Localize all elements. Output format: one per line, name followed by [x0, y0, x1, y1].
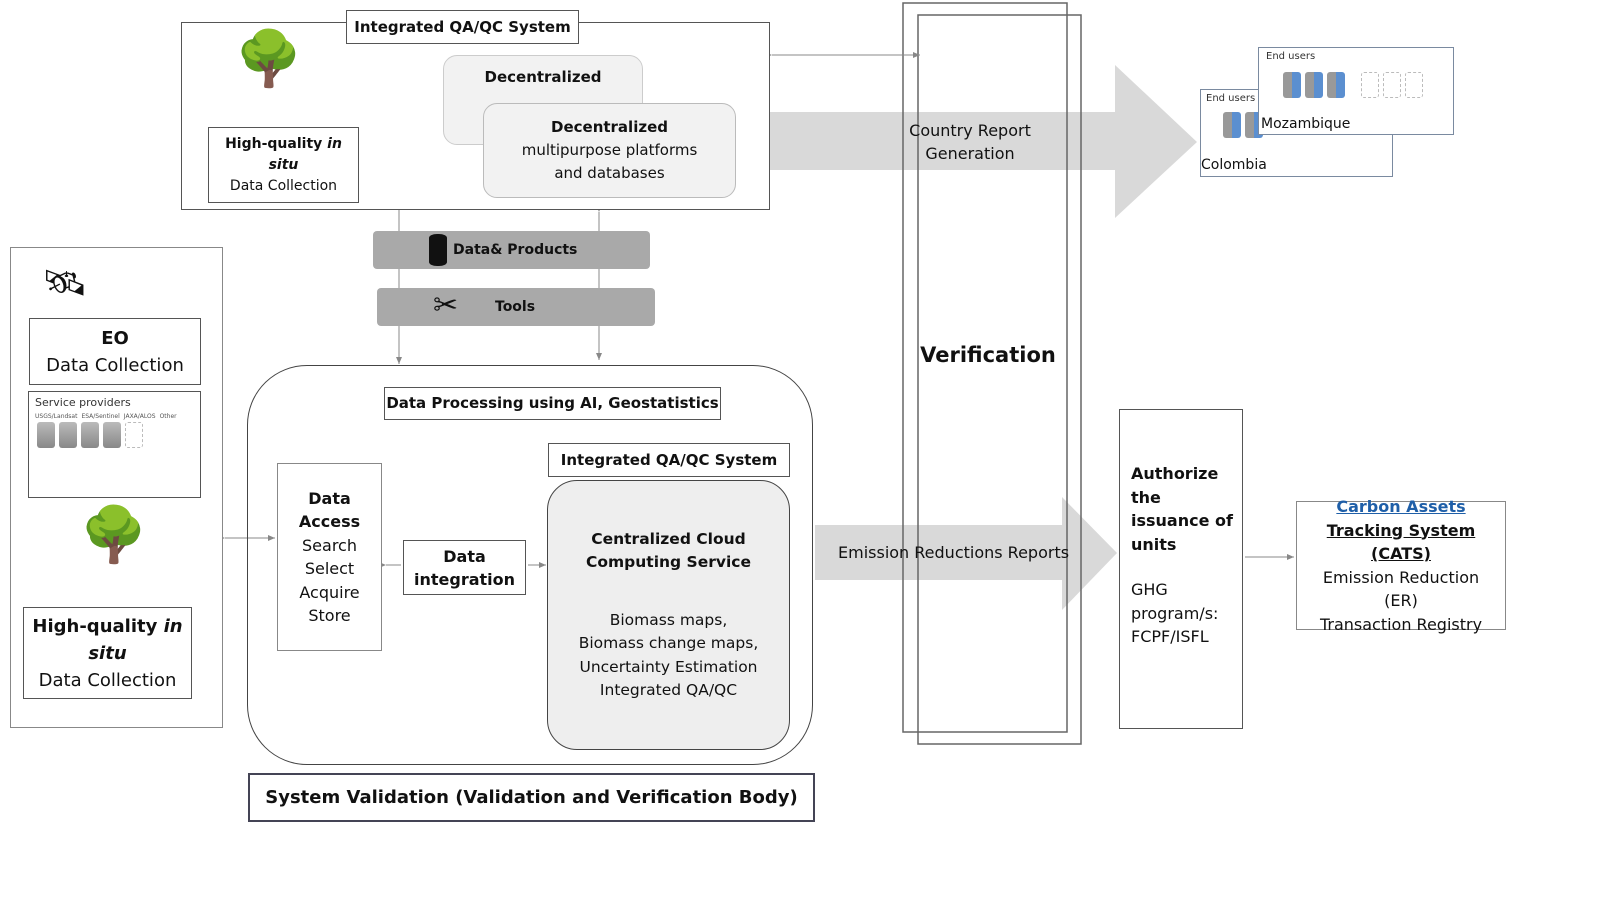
cats-box: Carbon Assets Tracking System (CATS) Emi… — [1296, 497, 1506, 634]
sp-label: Other — [159, 413, 177, 420]
end-users-mozambique: End users Mozambique — [1258, 47, 1454, 135]
cr-0: Country Report — [909, 121, 1031, 140]
cloud-t1: Centralized Cloud — [591, 529, 746, 548]
insitu-l3: Data Collection — [229, 177, 338, 194]
auth-p: GHG — [1131, 580, 1168, 599]
data-access-box: Data Access Search Select Acquire Store — [277, 463, 382, 651]
system-validation: System Validation (Validation and Verifi… — [248, 773, 815, 822]
eo-subtitle: Data Collection — [46, 354, 184, 376]
sp-label: USGS/Landsat — [35, 413, 78, 420]
eu-label: End users — [1266, 51, 1316, 62]
l-insitu-l3: Data Collection — [38, 669, 177, 691]
trees-helicopter-icon: 🌳 — [235, 27, 303, 90]
insitu-l1: High-quality — [225, 135, 328, 152]
auth-p: FCPF/ISFL — [1131, 627, 1209, 646]
eu-country: Mozambique — [1261, 116, 1351, 132]
cats-title: Tracking System (CATS) — [1326, 520, 1476, 564]
dec-l3: and databases — [554, 164, 665, 182]
left-insitu-box: High-quality in situ Data Collection — [23, 607, 192, 699]
di-0: Data — [443, 546, 486, 566]
auth-t: units — [1131, 534, 1177, 554]
cats-line: Emission Reduction — [1322, 567, 1480, 587]
insitu-l1-it: in — [327, 135, 342, 152]
server-icons — [35, 420, 194, 454]
processing-container — [247, 365, 813, 765]
cr-1: Generation — [925, 144, 1015, 163]
di-1: integration — [413, 569, 516, 589]
authorize-box: Authorize the issuance of units GHG prog… — [1119, 409, 1243, 729]
trees-surveyor-icon: 🌳 — [80, 503, 148, 566]
da-5: Store — [308, 606, 351, 625]
l-insitu-l2: situ — [88, 642, 127, 664]
eu-label: End users — [1206, 93, 1256, 104]
emission-reports-label: Emission Reductions Reports — [838, 543, 1070, 562]
l-insitu-it: in — [163, 615, 183, 637]
country-report-label: Country Report Generation — [880, 119, 1060, 165]
insitu-l2: situ — [268, 156, 299, 173]
cloud-computing-service: Centralized Cloud Computing Service Biom… — [547, 480, 790, 750]
data-products-label: Data& Products — [453, 242, 578, 258]
dec-l2: multipurpose platforms — [521, 141, 698, 159]
cats-line: (ER) — [1384, 591, 1418, 610]
da-2: Search — [302, 535, 357, 555]
carbon-assets-link[interactable]: Carbon Assets — [1336, 497, 1466, 516]
server-icons — [1281, 70, 1425, 104]
satellite-icon: 🛰 — [42, 263, 88, 304]
da-0: Data — [308, 488, 351, 508]
top-insitu-box: High-quality in situ Data Collection — [208, 127, 359, 203]
data-integration-box: Data integration — [403, 540, 526, 595]
processing-qaqc-label: Integrated QA/QC System — [548, 443, 790, 477]
cloud-item: Biomass maps, — [609, 610, 728, 629]
verification-label: Verification — [920, 343, 1056, 367]
l-insitu-l1: High-quality — [32, 615, 164, 637]
service-providers: Service providers USGS/Landsat ESA/Senti… — [28, 391, 201, 498]
verification-frame-back — [902, 2, 1068, 733]
sp-label: ESA/Sentinel — [81, 413, 120, 420]
eo-title: EO — [101, 327, 129, 349]
cloud-t2: Computing Service — [586, 553, 751, 571]
eu-country: Colombia — [1201, 157, 1267, 173]
sp-label: JAXA/ALOS — [123, 413, 156, 420]
auth-p: program/s: — [1131, 603, 1219, 623]
dec-title: Decentralized — [551, 118, 668, 136]
decentralized-platforms: Decentralized multipurpose platforms and… — [483, 103, 736, 198]
tools-bar: ✂ Tools — [377, 288, 655, 326]
cloud-item: Uncertainty Estimation — [579, 657, 758, 676]
top-qaqc-title: Integrated QA/QC System — [346, 10, 579, 44]
cloud-item: Biomass change maps, — [578, 634, 759, 652]
tools-icon: ✂ — [433, 288, 459, 323]
processing-title: Data Processing using AI, Geostatistics — [384, 387, 721, 420]
tools-label: Tools — [495, 299, 536, 315]
da-1: Access — [298, 512, 361, 531]
data-products-bar: Data& Products — [373, 231, 650, 269]
auth-t: the — [1131, 487, 1161, 507]
sp-title: Service providers — [35, 396, 131, 409]
auth-t: Authorize — [1131, 464, 1219, 483]
eo-data-collection: EO Data Collection — [29, 318, 201, 385]
da-4: Acquire — [299, 582, 360, 602]
auth-t: issuance of — [1131, 511, 1233, 530]
cats-line: Transaction Registry — [1319, 614, 1483, 634]
cloud-item: Integrated QA/QC — [599, 681, 738, 699]
database-icon — [429, 234, 447, 266]
da-3: Select — [304, 559, 355, 578]
